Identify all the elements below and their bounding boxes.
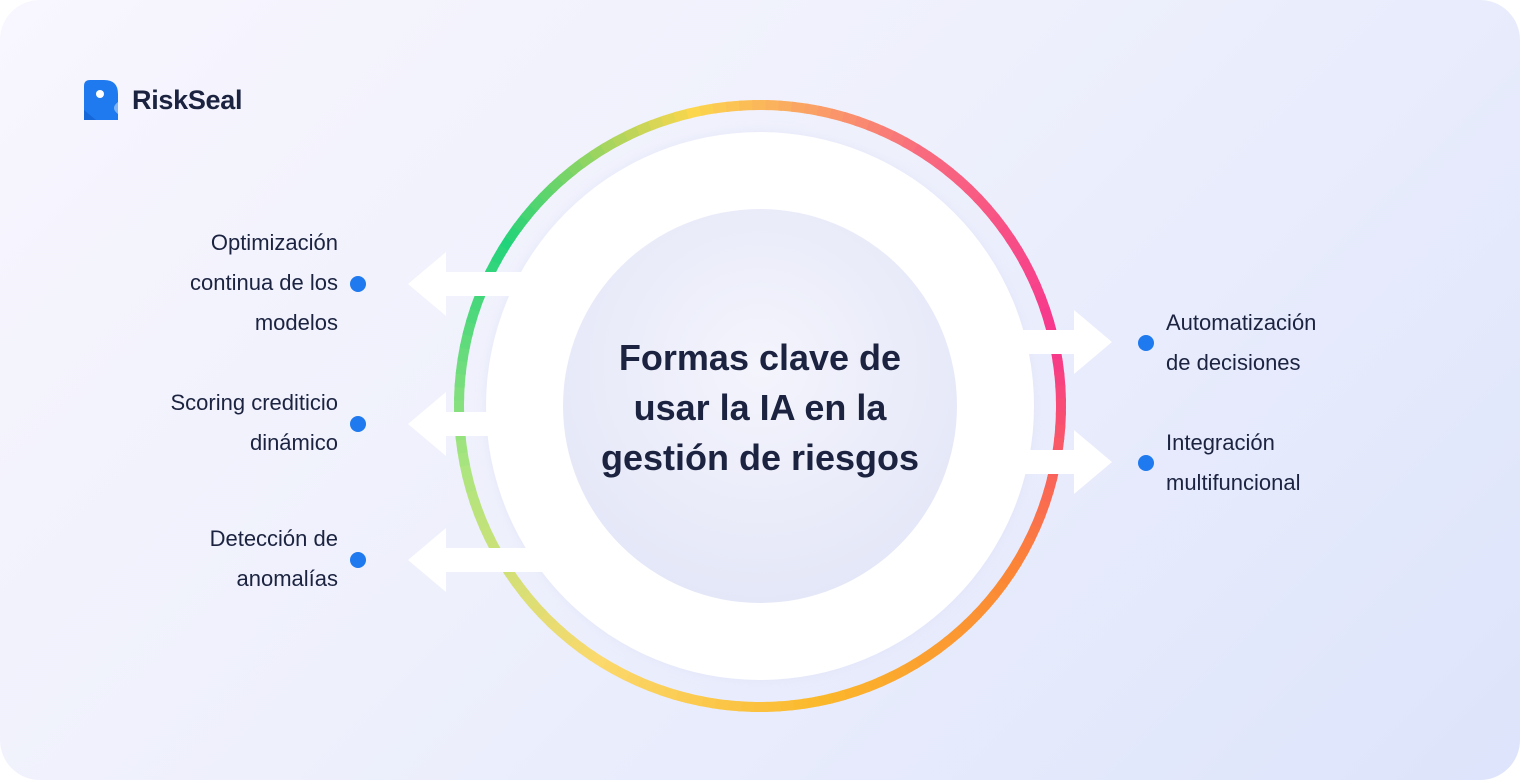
left-arrow [408,392,560,456]
label-deteccion: Detección de anomalías [209,526,338,591]
arrows-group [408,252,1112,592]
gradient-ring [454,100,1066,712]
left-arrow [408,528,560,592]
ring-segment [491,244,509,265]
brand-name: RiskSeal [132,84,243,115]
bullet-dot [1138,335,1154,351]
inner-disc [563,209,957,603]
label-automatizacion: Automatización de decisiones [1166,310,1317,375]
bullet-dot [350,552,366,568]
bullet-dot [350,416,366,432]
bullets-group [350,276,1154,568]
label-scoring: Scoring crediticio dinámico [170,390,338,455]
right-arrow [960,430,1112,494]
left-arrow [408,252,560,316]
label-integracion: Integración multifuncional [1166,430,1301,495]
bullet-dot [1138,455,1154,471]
brand-logo[interactable]: RiskSeal [80,80,242,120]
center-title: Formas clave de usar la IA en la gestión… [600,337,920,478]
seal-logo-icon [84,80,118,120]
bullet-dot [350,276,366,292]
right-arrow [960,310,1112,374]
label-optimizacion: Optimización continua de los modelos [190,230,338,335]
